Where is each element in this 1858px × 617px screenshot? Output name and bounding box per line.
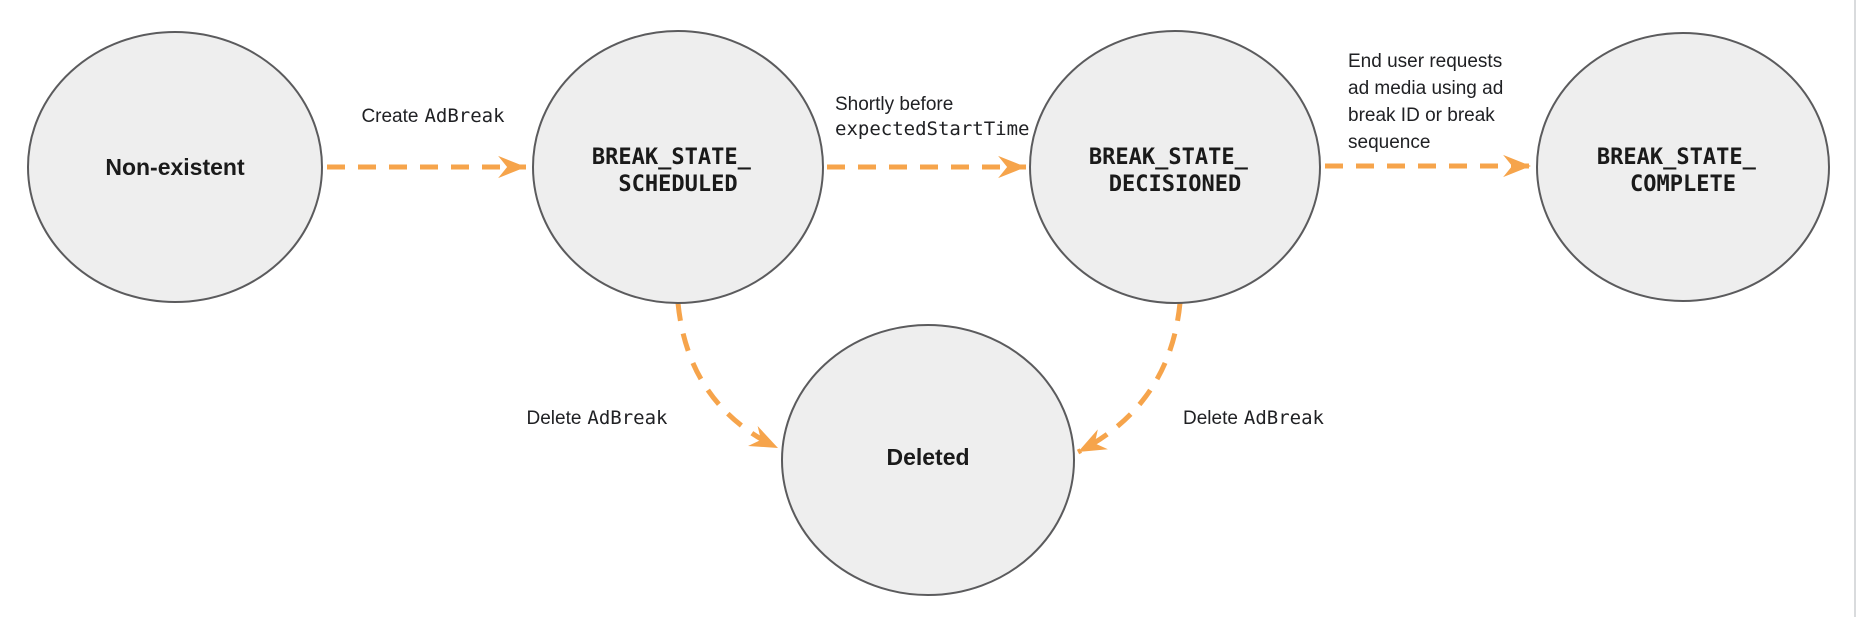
edge-label-line: expectedStartTime [835,118,1029,140]
edge-delete-adbreak-from-scheduled [675,302,780,451]
state-node-break-state-complete [1536,32,1830,302]
edge-label-line: ad media using ad [1348,78,1503,99]
edge-label-line: End user requests [1348,51,1502,72]
node-label-line: BREAK_STATE_ [1597,145,1757,170]
node-label-break-state-decisioned: BREAK_STATE_ DECISIONED [1089,145,1261,197]
edge-label-code: AdBreak [587,407,668,429]
edge-label-plain: Delete [527,408,582,429]
node-label-deleted: Deleted [886,444,969,470]
edge-label-delete-adbreak-right: Delete AdBreak [1183,407,1325,429]
node-label-line: SCHEDULED [618,172,737,197]
node-label-line: BREAK_STATE_ [592,145,752,170]
edge-label-code: AdBreak [424,105,505,127]
edge-label-line: sequence [1348,132,1430,153]
state-node-break-state-decisioned [1029,30,1321,304]
edge-label-plain: Create [361,106,418,127]
node-label-nonexistent: Non-existent [105,154,245,180]
edge-label-end-user-requests: End user requests ad media using ad brea… [1348,51,1509,153]
node-label-break-state-complete: BREAK_STATE_ COMPLETE [1597,145,1769,197]
edge-label-create-adbreak: Create AdBreak [361,105,505,127]
edge-delete-adbreak-from-decisioned [1076,302,1183,455]
edge-label-line: break ID or break [1348,105,1495,126]
node-label-line: COMPLETE [1630,172,1736,197]
state-node-deleted [781,324,1075,596]
state-node-break-state-scheduled [532,30,824,304]
node-label-line: DECISIONED [1109,172,1241,197]
edge-label-shortly-before: Shortly before expectedStartTime [835,94,1029,140]
state-node-nonexistent [27,31,323,303]
node-label-line: BREAK_STATE_ [1089,145,1249,170]
edge-label-code: AdBreak [1244,407,1325,429]
edge-label-line: Shortly before [835,94,953,115]
edge-label-plain: Delete [1183,408,1238,429]
node-label-break-state-scheduled: BREAK_STATE_ SCHEDULED [592,145,764,197]
